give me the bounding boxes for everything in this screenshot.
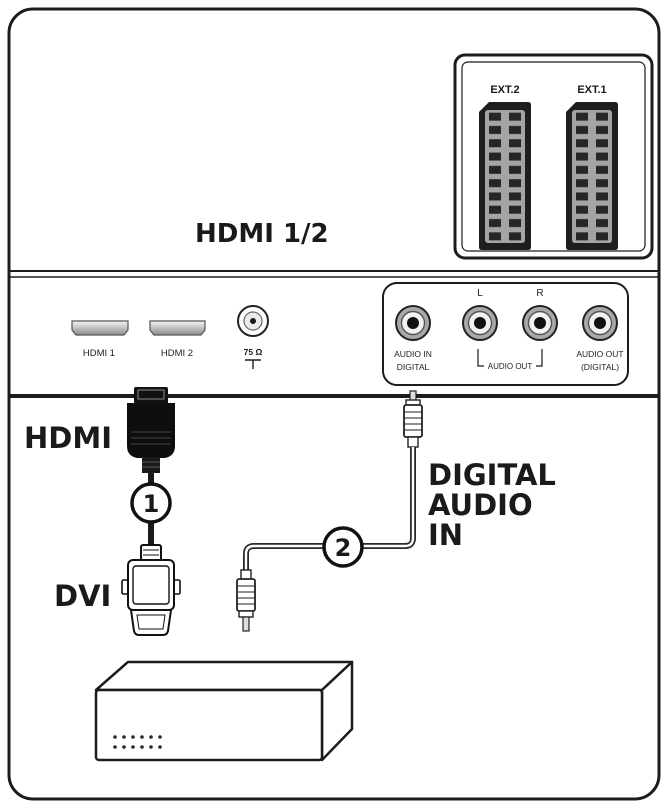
digital-audio-in-label-line1: DIGITAL — [428, 458, 556, 492]
rca-plug-icon — [236, 569, 256, 632]
dvi-plug-face — [129, 609, 173, 636]
audio-out-digital-label-line2: (DIGITAL) — [581, 362, 619, 372]
dvi-plug-icon — [121, 544, 181, 636]
indicator-dot — [158, 735, 162, 739]
ext1-connector-pins — [572, 110, 612, 243]
hdmi-group-title: HDMI 1/2 — [195, 219, 329, 249]
jack-hole — [407, 317, 419, 329]
rca-jack-icon — [462, 305, 498, 341]
device-indicator-dots — [113, 735, 162, 749]
indicator-dot — [149, 735, 153, 739]
audio-left-label: L — [477, 288, 483, 299]
indicator-dot — [149, 745, 153, 749]
indicator-dot — [113, 735, 117, 739]
rca-jack-icon — [522, 305, 558, 341]
audio-out-bracket — [477, 349, 543, 367]
jack-hole — [474, 317, 486, 329]
step-1-badge — [130, 482, 172, 524]
antenna-socket-pin — [250, 318, 256, 324]
ext2-connector-pins — [485, 110, 525, 243]
hdmi-port-icon — [71, 320, 129, 336]
connector-panel: HDMI 1 HDMI 2 75 Ω L R — [9, 270, 659, 398]
ground-symbol-icon — [245, 359, 261, 369]
rca-jack-icon — [395, 305, 431, 341]
hdmi-plug-grip — [131, 431, 171, 445]
hdmi-cable-label: HDMI — [24, 421, 112, 455]
ext1-label: EXT.1 — [577, 84, 606, 96]
hdmi-plug-head — [134, 387, 168, 404]
audio-right-label: R — [536, 288, 543, 299]
dvi-plug-strain-ridges — [143, 549, 159, 556]
indicator-dot — [131, 735, 135, 739]
scart-panel: EXT.2 EXT.1 — [453, 53, 654, 260]
indicator-dot — [140, 745, 144, 749]
rca-plug-bottom-collar — [238, 610, 254, 618]
indicator-dot — [140, 735, 144, 739]
hdmi-port-icon — [149, 320, 206, 336]
digital-audio-in-label-line3: IN — [428, 518, 463, 552]
indicator-dot — [158, 745, 162, 749]
hdmi-dvi-cable: HDMI 1 DVI — [24, 387, 181, 636]
indicator-dot — [113, 745, 117, 749]
hdmi-plug-icon — [127, 387, 175, 473]
dvi-plug-body-inner — [132, 565, 170, 605]
step-2-badge — [322, 526, 364, 568]
rca-plug-bottom-body — [236, 578, 256, 612]
rca-jack-icon — [582, 305, 618, 341]
device-front-face — [94, 688, 324, 762]
dvi-cable-label: DVI — [54, 579, 111, 613]
audio-out-digital-label-line1: AUDIO OUT — [576, 349, 623, 359]
step-2-number: 2 — [335, 534, 352, 562]
antenna-label: 75 Ω — [244, 347, 263, 357]
hdmi1-label: HDMI 1 — [83, 348, 115, 359]
audio-in-digital-label-line2: DIGITAL — [397, 362, 430, 372]
rca-plug-top-body — [403, 404, 423, 438]
hdmi-plug-strain-ridges — [142, 461, 160, 468]
hdmi-plug-body — [127, 403, 175, 458]
digital-audio-cable: 2 DIGITAL AUDIO IN — [236, 390, 556, 632]
audio-connector-box — [382, 282, 629, 386]
digital-audio-in-label-line2: AUDIO — [428, 488, 533, 522]
audio-in-digital-label-line1: AUDIO IN — [394, 349, 432, 359]
audio-out-label: AUDIO OUT — [488, 362, 533, 371]
set-top-box-icon — [94, 660, 354, 762]
rca-plug-top-strain — [407, 436, 419, 448]
device-top-face — [94, 660, 354, 692]
antenna-socket-icon — [237, 305, 269, 337]
rca-plug-bottom-tip — [242, 616, 250, 632]
scart-connector-icon — [566, 102, 618, 250]
rca-plug-top-ridges — [404, 411, 422, 431]
scart-connector-icon — [479, 102, 531, 250]
indicator-dot — [122, 745, 126, 749]
indicator-dot — [122, 735, 126, 739]
jack-hole — [594, 317, 606, 329]
dvi-plug-face-inner — [136, 614, 166, 630]
dvi-plug-body — [127, 559, 175, 611]
rca-plug-bottom-ridges — [237, 585, 255, 605]
hdmi-plug-head-metal — [137, 389, 165, 400]
scart-panel-inner — [461, 61, 646, 252]
hdmi2-label: HDMI 2 — [161, 348, 193, 359]
hdmi-plug-strain-relief — [142, 457, 160, 473]
dvi-plug-strain-relief — [140, 544, 162, 562]
step-1-number: 1 — [143, 490, 160, 518]
jack-hole — [534, 317, 546, 329]
ext2-label: EXT.2 — [490, 84, 519, 96]
indicator-dot — [131, 745, 135, 749]
